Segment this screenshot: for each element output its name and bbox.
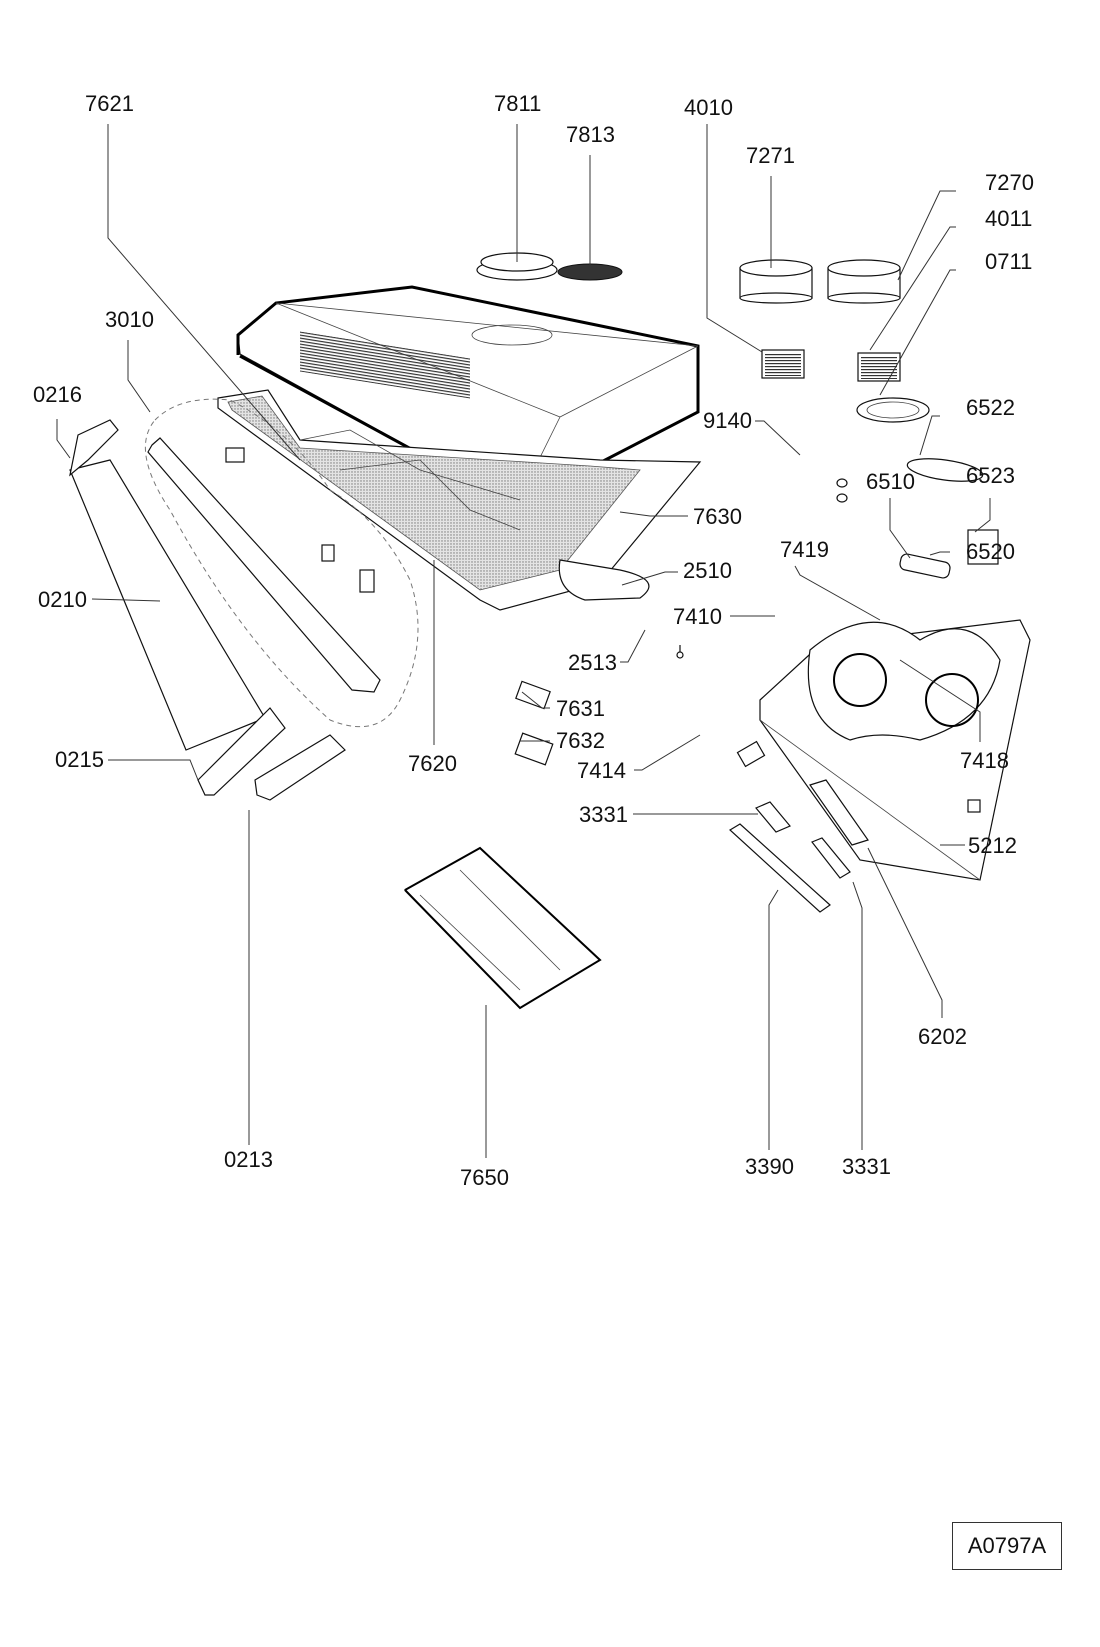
label-7418: 7418 [960, 748, 1009, 773]
motor-4011 [857, 352, 901, 382]
slider-3390 [728, 823, 831, 913]
drawing-code-box: A0797A [952, 1522, 1062, 1570]
switch-cover-0213 [254, 734, 346, 801]
label-2510: 2510 [683, 558, 732, 583]
label-6522: 6522 [966, 395, 1015, 420]
label-7632: 7632 [556, 728, 605, 753]
label-3331-bottom: 3331 [842, 1154, 891, 1179]
label-2513: 2513 [568, 650, 617, 675]
label-7271: 7271 [746, 143, 795, 168]
vent-slots [300, 331, 470, 399]
fan-wheel-7270 [827, 259, 901, 304]
charcoal-filter-7650 [404, 846, 602, 1010]
board-6202 [809, 779, 869, 846]
handle-2510 [558, 559, 650, 601]
slider-3331-top [755, 801, 791, 833]
label-7631: 7631 [556, 696, 605, 721]
filter-latch-7632 [514, 732, 554, 766]
label-3331-top: 3331 [579, 802, 628, 827]
label-7621: 7621 [85, 91, 134, 116]
label-4010: 4010 [684, 95, 733, 120]
label-0216: 0216 [33, 382, 82, 407]
label-6510: 6510 [866, 469, 915, 494]
label-4011: 4011 [985, 206, 1032, 231]
label-3010: 3010 [105, 307, 154, 332]
grommets-9140 [836, 478, 848, 503]
label-6202: 6202 [918, 1024, 967, 1049]
label-3390: 3390 [745, 1154, 794, 1179]
label-0711: 0711 [985, 249, 1032, 274]
label-0213: 0213 [224, 1147, 273, 1172]
label-7620: 7620 [408, 751, 457, 776]
label-7419: 7419 [780, 537, 829, 562]
label-7270: 7270 [985, 170, 1034, 195]
screw-2513 [676, 645, 684, 659]
fan-ring-0711 [856, 397, 930, 423]
leader-lines [56, 124, 991, 1158]
clip-5212 [967, 799, 981, 813]
label-5212: 5212 [968, 833, 1017, 858]
label-9140: 9140 [703, 408, 752, 433]
control-strip [147, 437, 381, 693]
motor-4010 [761, 349, 805, 379]
part-labels: 7621 7811 7813 4010 7271 7270 4011 0711 … [33, 91, 1034, 1190]
label-0215: 0215 [55, 747, 104, 772]
label-6520: 6520 [966, 539, 1015, 564]
label-7650: 7650 [460, 1165, 509, 1190]
label-plate-7414 [736, 740, 766, 768]
filter-clip-7631 [515, 680, 551, 710]
bracket-clip-small [225, 447, 375, 593]
fan-wheel-7271 [739, 259, 813, 304]
label-7410: 7410 [673, 604, 722, 629]
lamp-6510 [899, 553, 951, 579]
assembly-outline-3010 [144, 398, 419, 728]
grease-filter-7620 [217, 389, 702, 611]
slider-3331-bottom [811, 837, 851, 879]
label-7811: 7811 [494, 91, 541, 116]
label-7414: 7414 [577, 758, 626, 783]
label-0210: 0210 [38, 587, 87, 612]
glass-bracket-0215 [197, 707, 286, 796]
lamp-cover-6522 [906, 458, 984, 482]
drawing-code: A0797A [967, 1533, 1047, 1558]
label-7630: 7630 [693, 504, 742, 529]
lamp-holder-6523 [967, 529, 999, 565]
blower-housing-7410 [759, 619, 1031, 881]
label-6523: 6523 [966, 463, 1015, 488]
label-7813: 7813 [566, 122, 615, 147]
